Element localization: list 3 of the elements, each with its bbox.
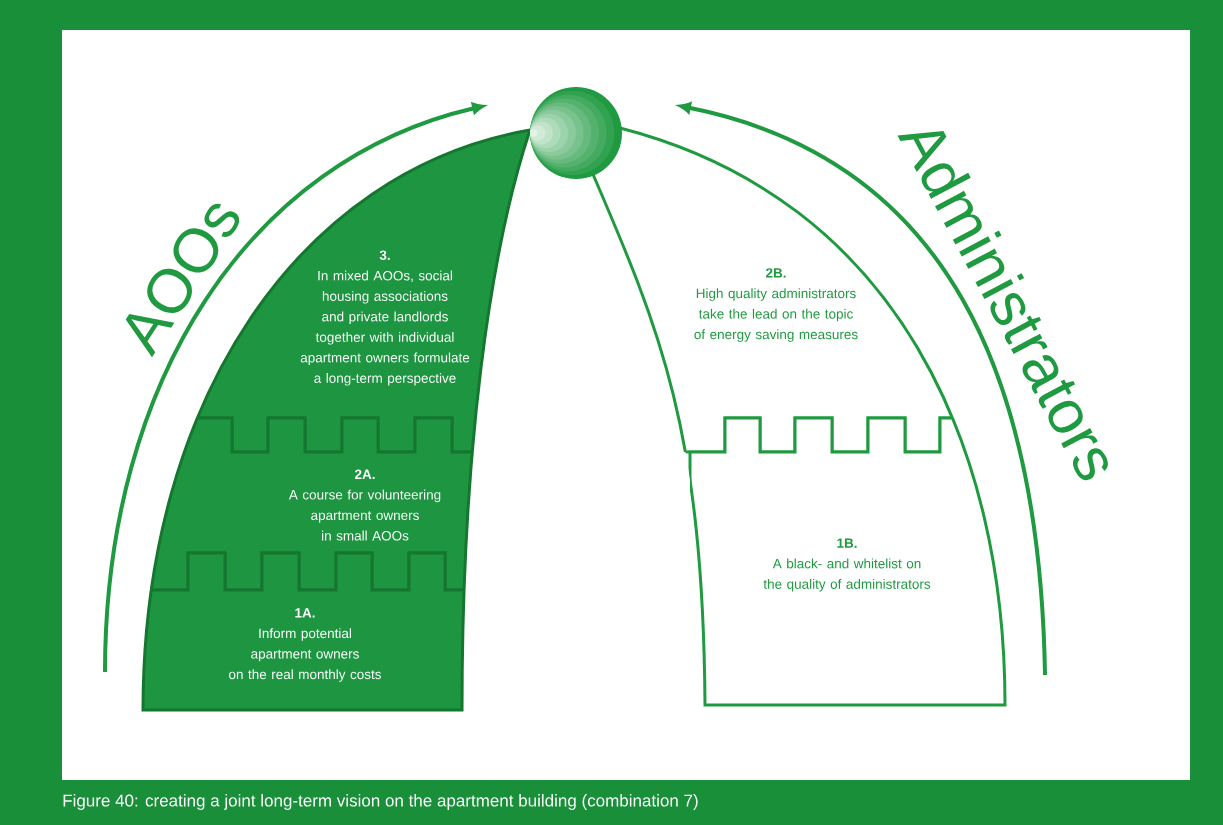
tower-section: 1A. Inform potential apartment owners on the real monthly costs — [141, 551, 472, 712]
caption: Figure 40: creating a joint long-term vision on the apartment building (combination 7) — [63, 794, 698, 810]
sphere — [530, 87, 622, 179]
